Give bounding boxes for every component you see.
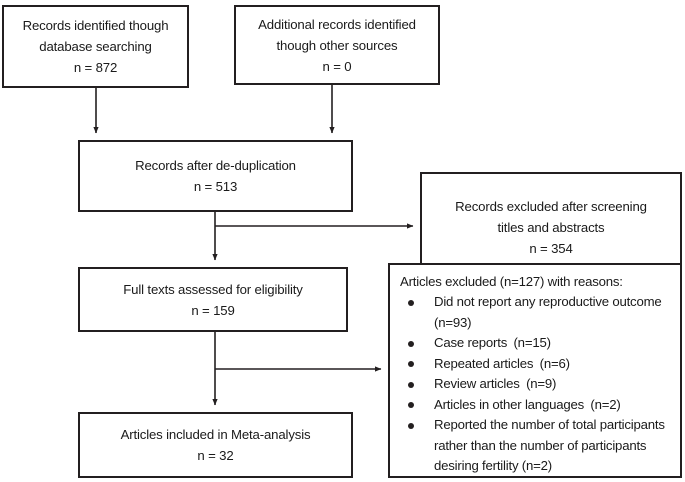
reasons-list: Did not report any reproductive outcome … [400, 292, 674, 477]
bullet-icon [408, 340, 414, 347]
box-line: though other sources [276, 37, 398, 53]
reason-item: Articles in other languages (n=2) [400, 395, 674, 416]
box-count: n = 513 [193, 179, 238, 194]
reason-text: Repeated articles (n=6) [434, 355, 570, 371]
bullet-icon [408, 422, 414, 429]
reason-text: Review articles (n=9) [434, 376, 557, 391]
box-count: n = 354 [529, 241, 573, 256]
bullet-icon [408, 402, 414, 408]
reason-item: Review articles (n=9) [400, 374, 674, 395]
box-line: titles and abstracts [497, 220, 605, 235]
box-count: n = 0 [322, 58, 352, 74]
box-line: Full texts assessed for eligibility [123, 281, 303, 297]
reason-item: Reported the number of total participant… [400, 415, 674, 477]
reason-text: Case reports (n=15) [434, 335, 551, 350]
box-line: Records after de-duplication [135, 158, 296, 173]
bullet-icon [408, 381, 414, 388]
reason-text: Did not report any reproductive outcome … [434, 294, 668, 330]
reason-item: Repeated articles (n=6) [400, 354, 674, 375]
bullet-icon [408, 299, 414, 306]
box-count: n = 32 [197, 448, 234, 463]
box-line: Records identified though [22, 18, 169, 33]
box-articles-excluded-with-reasons: Articles excluded (n=127) with reasons: … [388, 263, 682, 478]
box-records-identified-database: Records identified though database searc… [2, 5, 189, 88]
box-count: n = 872 [73, 60, 118, 75]
reasons-title: Articles excluded (n=127) with reasons: [400, 274, 623, 289]
box-line: Additional records identified [258, 16, 416, 32]
box-count: n = 159 [191, 302, 235, 318]
box-line: database searching [39, 39, 152, 54]
box-full-texts-assessed: Full texts assessed for eligibility n = … [78, 267, 348, 332]
reason-text: Reported the number of total participant… [434, 417, 665, 473]
reason-text: Articles in other languages (n=2) [434, 396, 621, 412]
box-records-after-deduplication: Records after de-duplication n = 513 [78, 140, 353, 212]
box-articles-included-meta-analysis: Articles included in Meta-analysis n = 3… [78, 412, 353, 478]
box-line: Records excluded after screening [455, 199, 647, 214]
reason-item: Case reports (n=15) [400, 333, 674, 354]
box-additional-records-other-sources: Additional records identified though oth… [234, 5, 440, 85]
box-line: Articles included in Meta-analysis [120, 427, 311, 442]
reason-item: Did not report any reproductive outcome … [400, 292, 674, 333]
bullet-icon [408, 361, 414, 367]
